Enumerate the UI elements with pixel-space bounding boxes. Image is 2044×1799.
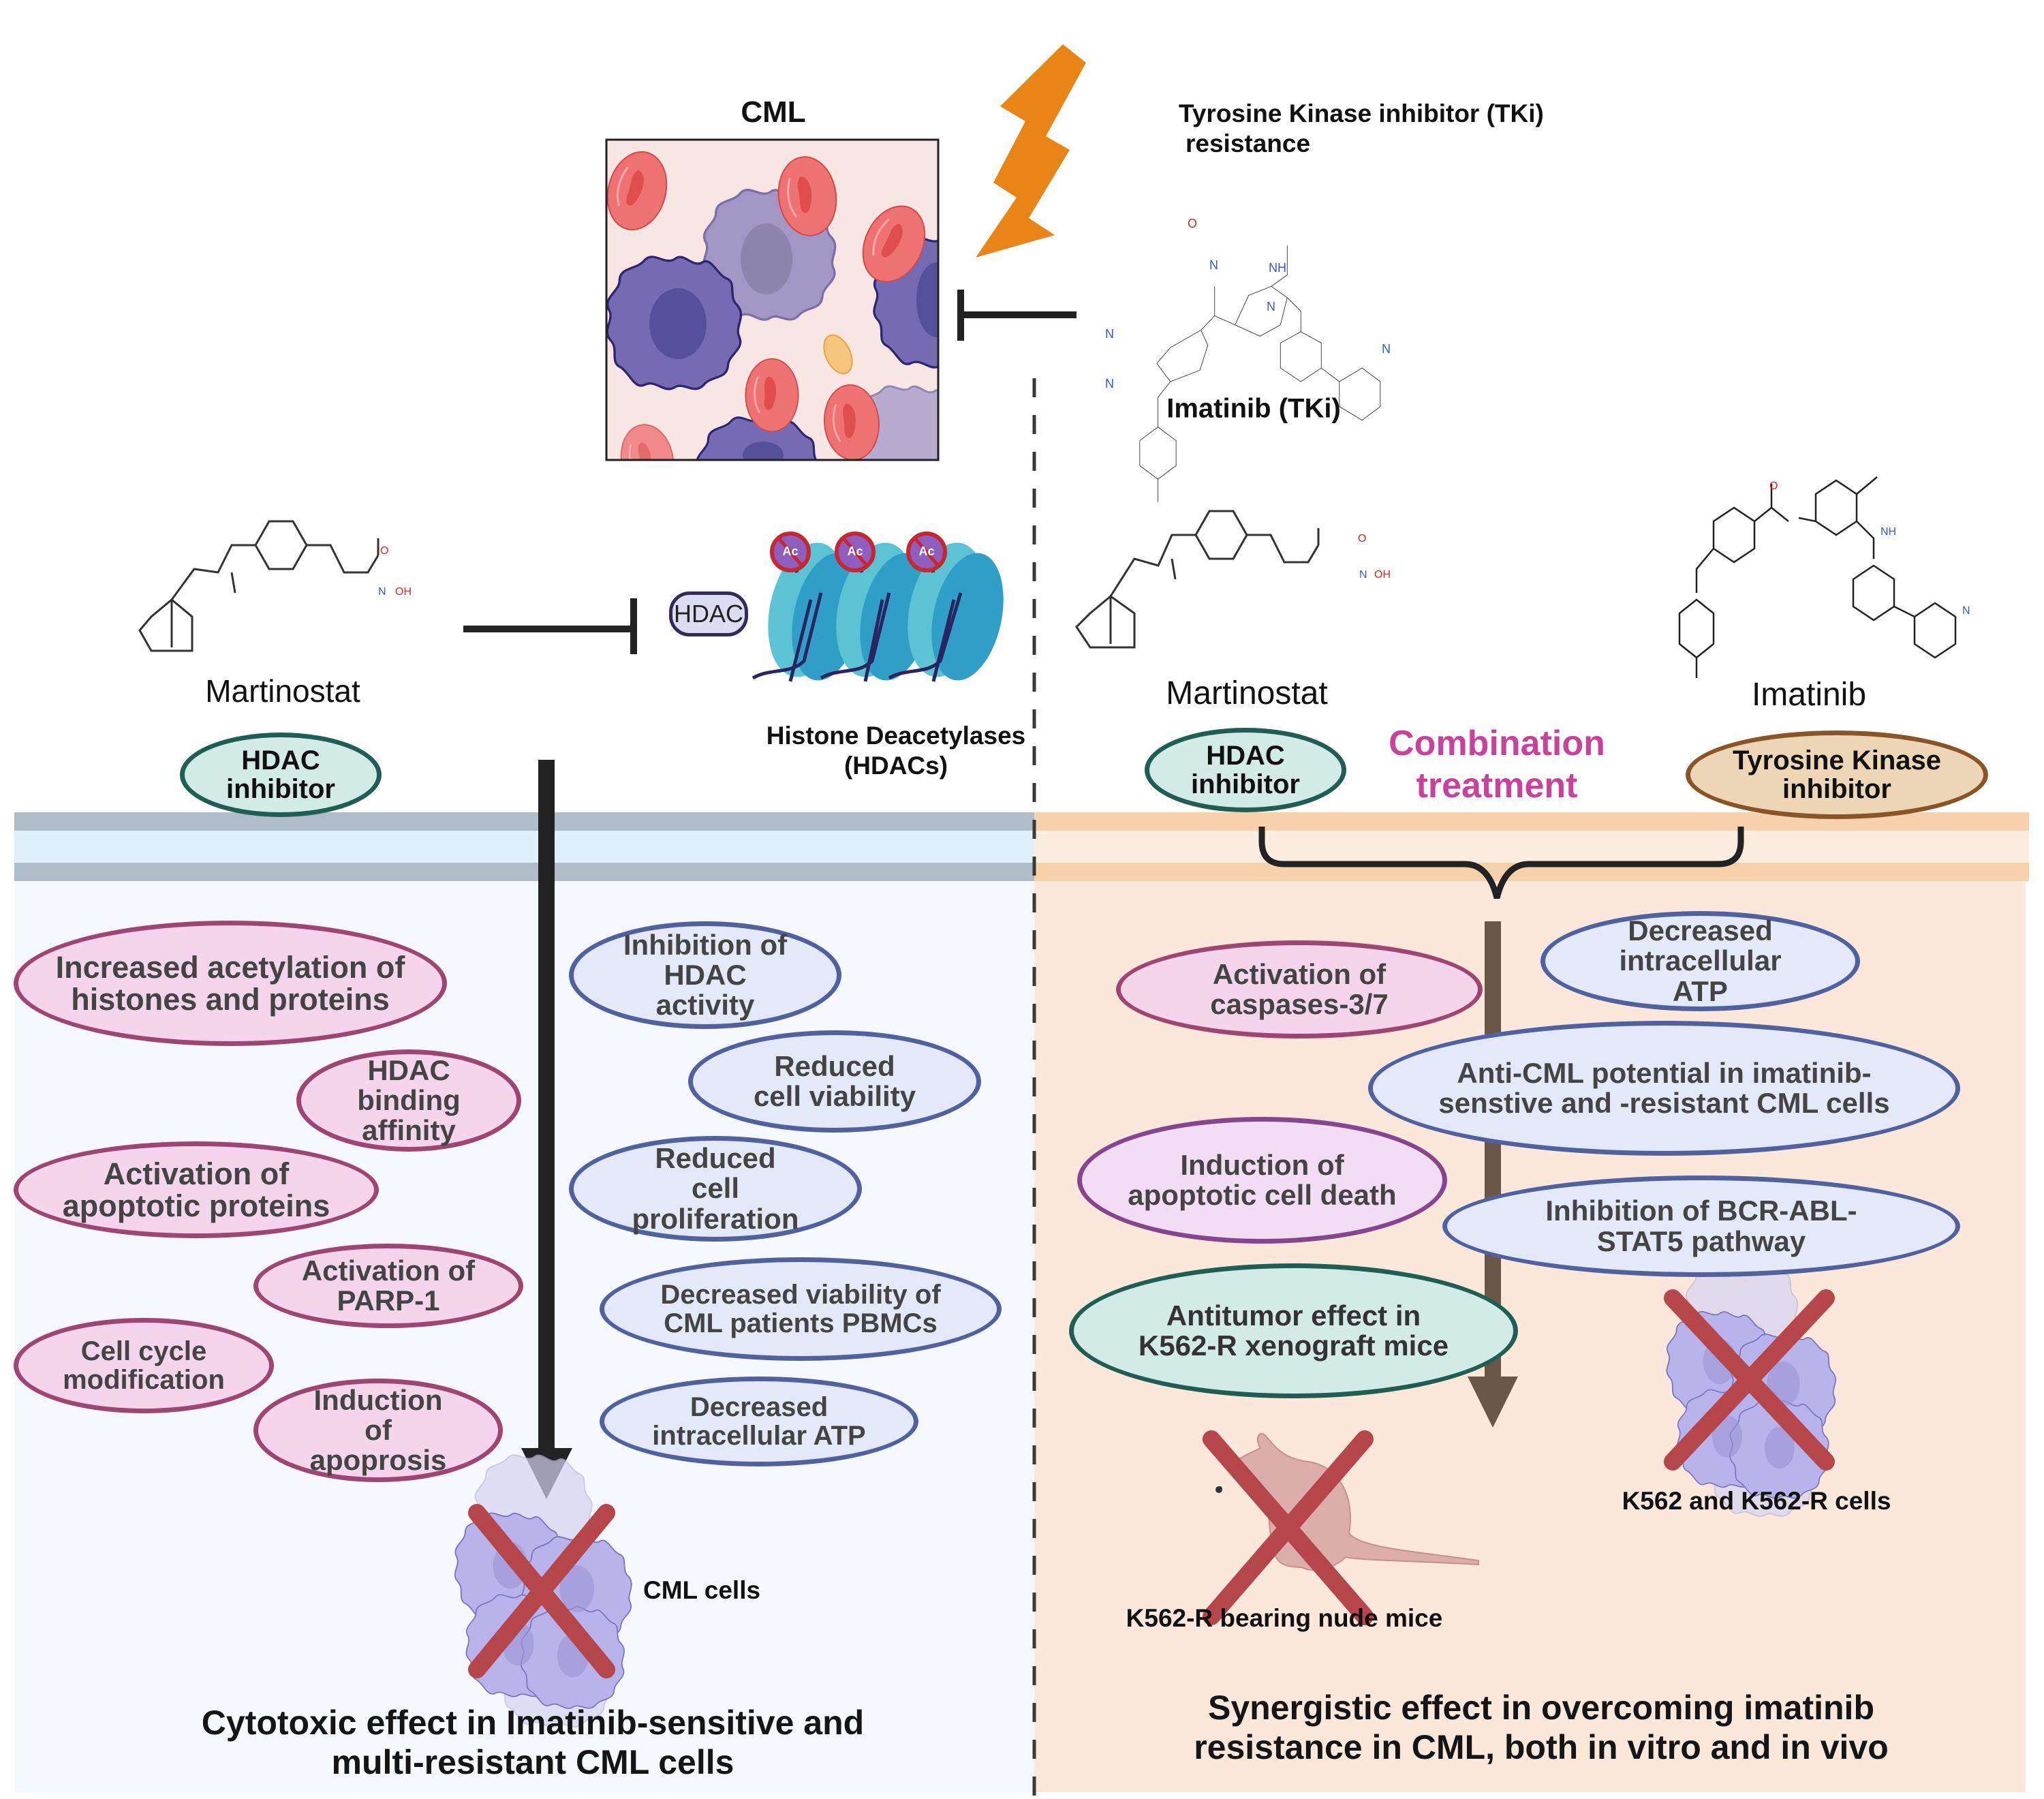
effect-reduced-cell-viability: Reduced cell viability <box>688 1030 981 1133</box>
martinostat-structure-left <box>138 520 380 652</box>
lightning-bolt-icon <box>976 44 1086 258</box>
combination-line1: Combination <box>1389 724 1605 763</box>
effect-induction-apoptotic-cell-death: Induction of apoptotic cell death <box>1077 1117 1447 1244</box>
inhibition-arrow-imatinib <box>957 290 1077 341</box>
nude-mice-label: K562-R bearing nude mice <box>1126 1604 1443 1633</box>
effect-reduced-cell-proliferation: Reduced cell proliferation <box>569 1136 862 1242</box>
imatinib-tki-label: Imatinib (TKi) <box>1166 393 1341 424</box>
combination-treatment-label: Combination treatment <box>1389 722 1605 808</box>
effect-hdac-binding-affinity: HDAC binding affinity <box>296 1049 521 1152</box>
effect-antitumor-xenograft: Antitumor effect in K562-R xenograft mic… <box>1069 1263 1518 1398</box>
atom-label-oxygen: O <box>1769 480 1778 492</box>
membrane-band-middle-right <box>1034 831 2029 863</box>
imatinib-structure-top <box>1139 245 1381 502</box>
nucleosome-illustration <box>752 532 1004 682</box>
atom-label-nh: NH <box>1880 526 1897 538</box>
atom-label-n: N <box>1105 327 1114 341</box>
atom-label-oxygen: O <box>1358 533 1367 544</box>
atom-label-n: N <box>1105 377 1114 390</box>
effect-increased-acetylation: Increased acetylation of histones and pr… <box>14 921 447 1046</box>
hdac-enzyme-pill: HDAC <box>669 591 748 636</box>
cml-cells-label: CML cells <box>643 1576 761 1604</box>
effect-activation-apoptotic-proteins: Activation of apoptotic proteins <box>14 1141 379 1238</box>
cml-title: CML <box>741 95 806 129</box>
atom-label-oxygen: O <box>1188 217 1198 230</box>
tki-badge-right: Tyrosine Kinase inhibitor <box>1686 731 1988 819</box>
hdac-label-line1: Histone Deacetylases <box>766 722 1026 750</box>
effect-cell-cycle-modification: Cell cycle modification <box>14 1318 274 1413</box>
membrane-band-bottom-left <box>14 863 1034 881</box>
combination-brace <box>1258 827 1744 900</box>
left-conclusion: Cytotoxic effect in Imatinib-sensitive a… <box>202 1704 864 1782</box>
tki-resistance-line2: resistance <box>1186 129 1311 158</box>
cml-blood-smear-illustration <box>605 138 940 461</box>
effect-induction-apoptosis: Induction of apoprosis <box>253 1379 503 1482</box>
hdac-label-line2: (HDACs) <box>843 752 948 780</box>
effect-inhibition-hdac-activity: Inhibition of HDAC activity <box>569 921 841 1029</box>
atom-label-nh: NH <box>1269 261 1286 275</box>
tki-resistance-line1: Tyrosine Kinase inhibitor (TKi) <box>1179 99 1544 127</box>
acetyl-label: Ac <box>918 544 935 558</box>
atom-label-n: N <box>1382 342 1391 356</box>
martinostat-label-left: Martinostat <box>205 673 360 709</box>
atom-label-n: N <box>1962 605 1970 617</box>
hdac-inhibitor-badge-right: HDAC inhibitor <box>1145 728 1346 812</box>
combination-line2: treatment <box>1416 766 1578 806</box>
acetyl-label: Ac <box>782 544 799 558</box>
hdac-label: Histone Deacetylases (HDACs) <box>766 721 1025 782</box>
atom-label-oh: OH <box>1374 569 1391 581</box>
effect-decreased-atp-right: Decreased intracellular ATP <box>1540 911 1860 1011</box>
right-conclusion-line1: Synergistic effect in overcoming imatini… <box>1207 1689 1874 1727</box>
effect-decreased-atp-left: Decreased intracellular ATP <box>600 1377 918 1466</box>
right-conclusion: Synergistic effect in overcoming imatini… <box>1194 1689 1889 1767</box>
membrane-band-middle-left <box>14 831 1034 863</box>
martinostat-structure-right <box>1075 510 1320 649</box>
imatinib-label-right: Imatinib <box>1751 677 1867 713</box>
acetyl-group-icons <box>770 532 947 572</box>
atom-label-nh: N <box>1209 258 1218 272</box>
atom-label-n: N <box>1267 300 1275 313</box>
k562-cells-label: K562 and K562-R cells <box>1622 1487 1891 1516</box>
right-conclusion-line2: resistance in CML, both in vitro and in … <box>1194 1727 1889 1766</box>
atom-label-n: N <box>378 586 386 598</box>
cross-mark-icon <box>468 1504 615 1678</box>
inhibition-arrow-martinostat <box>463 598 637 654</box>
martinostat-label-right: Martinostat <box>1166 675 1328 712</box>
membrane-band-top-left <box>14 812 1034 831</box>
left-downward-arrow <box>521 760 572 1499</box>
effect-decreased-viability-pbmcs: Decreased viability of CML patients PBMC… <box>600 1257 1002 1361</box>
left-conclusion-line2: multi-resistant CML cells <box>331 1742 734 1781</box>
cross-mark-icon <box>1203 1430 1374 1625</box>
left-conclusion-line1: Cytotoxic effect in Imatinib-sensitive a… <box>201 1704 865 1742</box>
atom-label-oh: OH <box>395 586 412 598</box>
effect-inhibition-bcr-abl-stat5: Inhibition of BCR-ABL-STAT5 pathway <box>1442 1175 1960 1277</box>
imatinib-structure-right <box>1678 476 1957 678</box>
effect-activation-caspases: Activation of caspases-3/7 <box>1116 940 1483 1039</box>
effect-activation-parp1: Activation of PARP-1 <box>253 1244 523 1328</box>
tki-resistance-label: Tyrosine Kinase inhibitor (TKi) resistan… <box>1179 99 1544 159</box>
hdac-inhibitor-badge-left: HDAC inhibitor <box>180 733 382 817</box>
atom-label-oxygen: O <box>380 545 389 557</box>
acetyl-label: Ac <box>847 544 863 558</box>
cross-mark-icon <box>1664 1289 1835 1471</box>
atom-label-n: N <box>1359 569 1367 581</box>
effect-anti-cml-potential: Anti-CML potential in imatinib- senstive… <box>1368 1021 1960 1156</box>
